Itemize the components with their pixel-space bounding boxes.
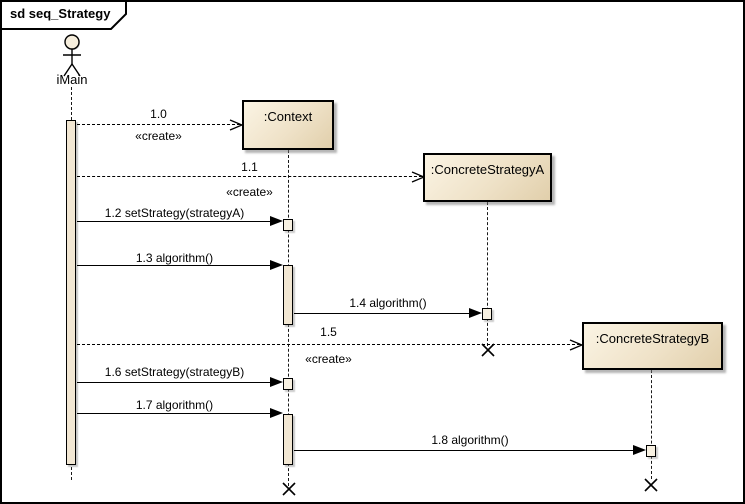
lifeline-strategy-b	[651, 370, 652, 479]
message-1-8-line	[294, 450, 633, 451]
message-1-8-label: 1.8 algorithm()	[431, 433, 509, 447]
message-1-0-stereotype: «create»	[135, 129, 182, 143]
filled-arrowhead-icon	[270, 408, 283, 418]
filled-arrowhead-icon	[270, 260, 283, 270]
frame-title-tab	[2, 2, 127, 30]
activation-context-2	[283, 414, 293, 465]
object-box-concrete-strategy-a: :ConcreteStrategyA	[423, 153, 552, 202]
object-name-concrete-strategy-b: :ConcreteStrategyB	[595, 331, 710, 346]
message-1-2-line	[77, 221, 271, 222]
message-1-1-label: 1.1	[241, 160, 258, 174]
activation-imain	[66, 120, 76, 465]
object-box-concrete-strategy-b: :ConcreteStrategyB	[582, 322, 723, 370]
occurrence-square-algorithm-a	[482, 308, 492, 320]
filled-arrowhead-icon	[633, 445, 646, 455]
message-1-3-label: 1.3 algorithm()	[135, 251, 214, 265]
message-1-5-label: 1.5	[320, 325, 337, 339]
message-1-0-line	[77, 124, 240, 125]
message-1-6-line	[77, 382, 271, 383]
message-1-2-label: 1.2 setStrategy(strategyA)	[104, 206, 245, 220]
message-1-5-stereotype: «create»	[305, 352, 352, 366]
destroy-x-strategy-a-icon	[481, 343, 495, 357]
message-1-3-line	[77, 265, 271, 266]
filled-arrowhead-icon	[270, 377, 283, 387]
message-1-7-label: 1.7 algorithm()	[135, 398, 214, 412]
destroy-x-strategy-b-icon	[644, 478, 658, 492]
message-1-4-line	[294, 313, 469, 314]
object-box-context: :Context	[242, 100, 334, 150]
message-1-6-label: 1.6 setStrategy(strategyB)	[104, 365, 245, 379]
frame-title: sd seq_Strategy	[10, 6, 111, 21]
message-1-0-label: 1.0	[150, 107, 167, 121]
actor-imain-label: iMain	[56, 72, 88, 87]
filled-arrowhead-icon	[469, 308, 482, 318]
message-1-1-stereotype: «create»	[226, 185, 273, 199]
occurrence-square-algorithm-b	[646, 445, 656, 457]
object-name-concrete-strategy-a: :ConcreteStrategyA	[430, 162, 545, 177]
lifeline-strategy-a	[487, 202, 488, 346]
filled-arrowhead-icon	[270, 216, 283, 226]
occurrence-square-setstrategy-a	[283, 219, 293, 231]
message-1-1-line	[77, 176, 422, 177]
destroy-x-context-icon	[282, 482, 296, 496]
object-name-context: :Context	[263, 109, 313, 124]
message-1-5-line	[77, 344, 580, 345]
message-1-4-label: 1.4 algorithm()	[349, 296, 427, 310]
actor-icon	[63, 34, 81, 77]
open-arrowhead-icon	[569, 339, 583, 351]
occurrence-square-setstrategy-b	[283, 378, 293, 390]
message-1-7-line	[77, 413, 271, 414]
activation-context-1	[283, 265, 293, 325]
